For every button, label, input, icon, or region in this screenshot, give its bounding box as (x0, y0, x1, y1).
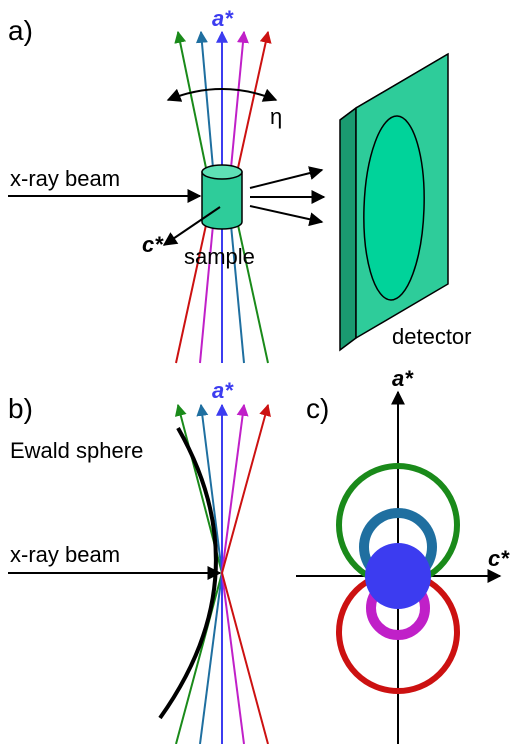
eta-label: η (270, 104, 282, 129)
panel-b-fan (174, 403, 271, 744)
panel-a-cstar-label: c* (142, 232, 164, 257)
sample-label: sample (184, 244, 255, 269)
panel-c-label: c) (306, 393, 329, 424)
panel-a-cstar-arrow (162, 206, 221, 246)
panel-a: a) a* η x-ray beam (8, 6, 472, 364)
panel-c: c) a* c* (296, 366, 510, 744)
panel-a-label: a) (8, 15, 33, 46)
sample-cylinder (201, 164, 243, 230)
eta-arc (166, 88, 278, 102)
detector (339, 52, 449, 352)
diffracted-rays (249, 166, 326, 227)
panel-a-lower-fan (175, 224, 269, 364)
panel-b-label: b) (8, 393, 33, 424)
panel-a-upper-fan (174, 30, 272, 169)
panel-a-axis-label: a* (212, 6, 234, 31)
panel-c-horizontal-axis-label: c* (488, 546, 510, 571)
panel-c-vertical-axis-label: a* (392, 366, 414, 391)
detector-label: detector (392, 324, 472, 349)
ewald-sphere-label: Ewald sphere (10, 438, 143, 463)
panel-b-axis-label: a* (212, 378, 234, 403)
disc-blue (365, 543, 431, 609)
panel-b-beam-label: x-ray beam (10, 542, 120, 567)
panel-a-beam-label: x-ray beam (10, 166, 120, 191)
panel-b: b) a* Ewald sphere x-ray beam (8, 378, 271, 744)
